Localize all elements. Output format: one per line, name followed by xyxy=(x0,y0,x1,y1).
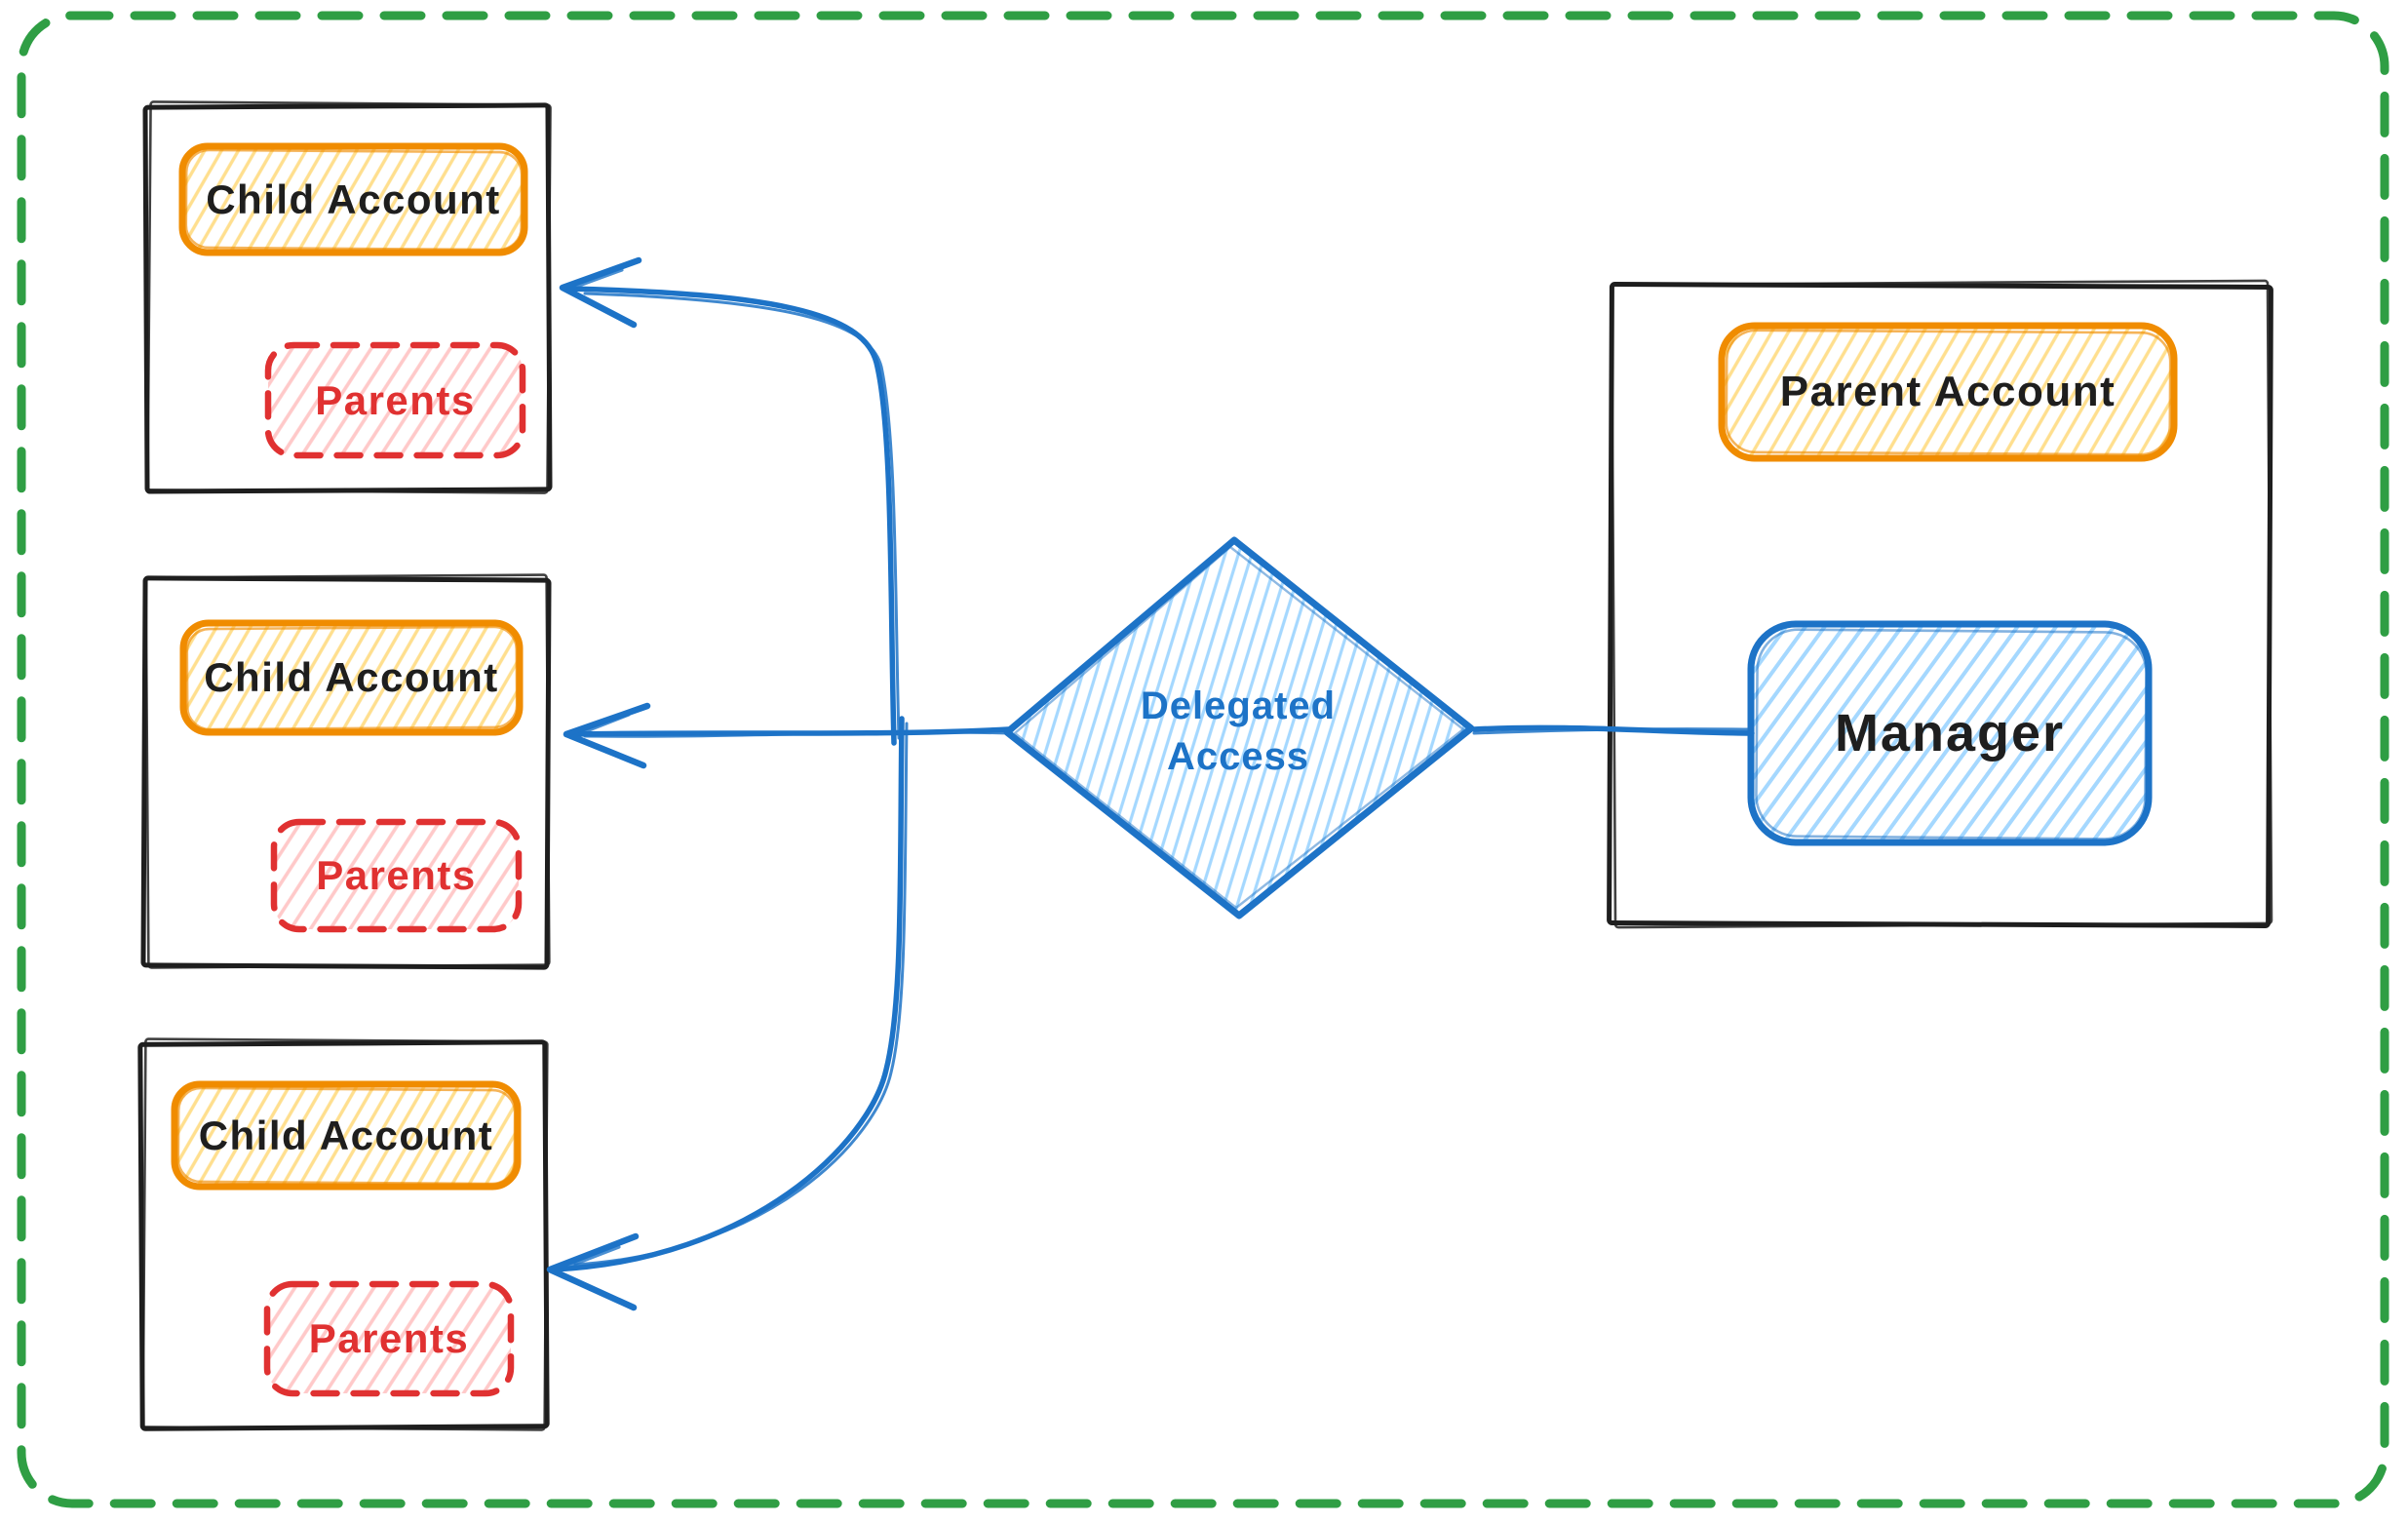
parents-shape-1[interactable] xyxy=(264,341,526,459)
parent-account-label-shape[interactable] xyxy=(1718,322,2178,462)
child-account-node-3[interactable] xyxy=(137,1037,550,1431)
parents-label-1: Parents xyxy=(315,376,476,423)
child-account-label-1: Child Account xyxy=(206,176,501,222)
arrow-to-child-1[interactable] xyxy=(559,256,901,746)
delegated-access-line1: Delegated xyxy=(1140,684,1337,727)
manager-label: Manager xyxy=(1834,704,2066,762)
parent-account-node[interactable] xyxy=(1607,279,2273,929)
canvas-border xyxy=(17,11,2389,1508)
delegated-access-label: Delegated Access xyxy=(1043,629,1433,834)
arrow-to-child-2[interactable] xyxy=(563,702,1011,769)
parents-label-2: Parents xyxy=(316,852,477,898)
child-account-label-2: Child Account xyxy=(204,654,499,700)
child-account-node-2[interactable] xyxy=(140,573,552,970)
delegated-access-line2: Access xyxy=(1166,735,1310,778)
delegated-access-diamond[interactable] xyxy=(1003,536,1475,919)
manager-diamond-connector[interactable] xyxy=(1471,724,1755,736)
child-account-label-3: Child Account xyxy=(198,1112,494,1158)
parent-account-label: Parent Account xyxy=(1779,368,2117,415)
parents-shape-2[interactable] xyxy=(270,818,523,933)
child-account-label-shape-2[interactable] xyxy=(179,619,524,736)
child-account-label-shape-3[interactable] xyxy=(171,1080,522,1191)
child-account-label-shape-1[interactable] xyxy=(178,142,528,256)
manager-shape[interactable] xyxy=(1747,620,2153,846)
arrow-to-child-3[interactable] xyxy=(546,716,909,1311)
child-account-node-1[interactable] xyxy=(142,100,553,494)
parents-label-3: Parents xyxy=(308,1315,470,1361)
parents-shape-3[interactable] xyxy=(263,1280,515,1397)
